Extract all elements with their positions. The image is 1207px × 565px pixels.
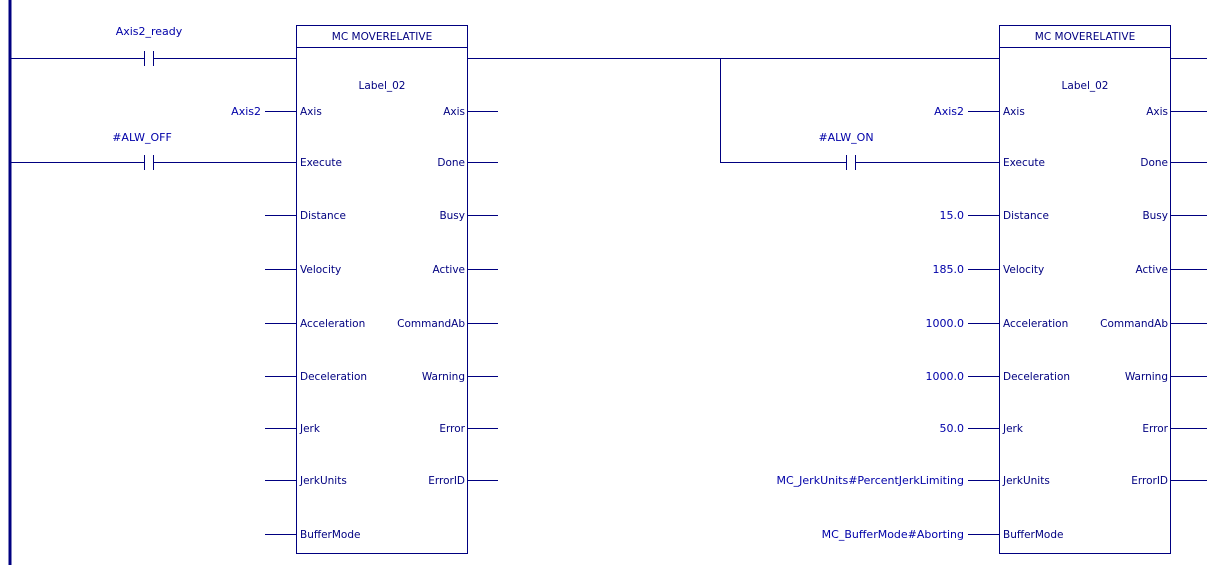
- block-2-in-acceleration: Acceleration: [1003, 318, 1068, 330]
- block-2-out-warning: Warning: [1125, 371, 1168, 383]
- jerk-value[interactable]: 50.0: [940, 422, 965, 435]
- block-2-out-active: Active: [1136, 264, 1168, 276]
- buffer-mode-value[interactable]: MC_BufferMode#Aborting: [822, 528, 964, 541]
- velocity-value[interactable]: 185.0: [933, 263, 965, 276]
- block-1-in-velocity: Velocity: [300, 264, 341, 276]
- block-1-in-distance: Distance: [300, 210, 346, 222]
- block-1-in-acceleration: Acceleration: [300, 318, 365, 330]
- move-relative-block-1[interactable]: MC MOVERELATIVE Label_02 Axis Execute Di…: [296, 25, 468, 554]
- block-2-label: Label_02: [1062, 80, 1109, 92]
- block-1-label: Label_02: [359, 80, 406, 92]
- block-2-out-commandab: CommandAb: [1100, 318, 1168, 330]
- contact-alw-off-label: #ALW_OFF: [112, 131, 172, 144]
- block-2-in-buffermode: BufferMode: [1003, 529, 1063, 541]
- block-1-out-done: Done: [437, 157, 465, 169]
- block-1-in-jerk: Jerk: [299, 423, 321, 435]
- block-1-out-error: Error: [439, 423, 465, 435]
- contact-axis2-ready[interactable]: Axis2_ready: [10, 25, 296, 66]
- block-1-in-axis: Axis: [300, 106, 322, 118]
- contact-alw-on[interactable]: #ALW_ON: [818, 131, 1000, 170]
- block-1-axis-variable[interactable]: Axis2: [231, 105, 261, 118]
- block-1-input-pins: [265, 111, 296, 535]
- block-2-in-execute: Execute: [1003, 157, 1045, 169]
- block-1-out-commandab: CommandAb: [397, 318, 465, 330]
- block-2-in-axis: Axis: [1003, 106, 1025, 118]
- block-2-input-values: Axis2 15.0 185.0 1000.0 1000.0 50.0 MC_J…: [777, 105, 965, 541]
- block-2-axis-variable[interactable]: Axis2: [934, 105, 964, 118]
- deceleration-value[interactable]: 1000.0: [926, 370, 965, 383]
- block-2-out-busy: Busy: [1142, 210, 1168, 222]
- rung-connection-wire: [468, 58, 1000, 163]
- block-1-out-axis: Axis: [443, 106, 465, 118]
- block-1-out-errorid: ErrorID: [428, 475, 465, 487]
- block-1-type: MC MOVERELATIVE: [332, 31, 432, 43]
- move-relative-block-2[interactable]: MC MOVERELATIVE Label_02 Axis Execute Di…: [999, 25, 1171, 554]
- block-1-in-execute: Execute: [300, 157, 342, 169]
- distance-value[interactable]: 15.0: [940, 209, 965, 222]
- block-2-out-axis: Axis: [1146, 106, 1168, 118]
- block-1-in-buffermode: BufferMode: [300, 529, 360, 541]
- block-1-out-busy: Busy: [439, 210, 465, 222]
- block-2-in-deceleration: Deceleration: [1003, 371, 1070, 383]
- block-1-output-pins: [468, 111, 498, 481]
- block-1-frame: [296, 25, 468, 554]
- block-2-in-velocity: Velocity: [1003, 264, 1044, 276]
- block-2-out-done: Done: [1140, 157, 1168, 169]
- jerk-units-value[interactable]: MC_JerkUnits#PercentJerkLimiting: [777, 474, 965, 487]
- block-1-out-active: Active: [433, 264, 465, 276]
- block-2-type: MC MOVERELATIVE: [1035, 31, 1135, 43]
- block-1-in-jerkunits: JerkUnits: [299, 475, 347, 487]
- block-2-in-distance: Distance: [1003, 210, 1049, 222]
- block-2-frame: [999, 25, 1171, 554]
- block-1-in-deceleration: Deceleration: [300, 371, 367, 383]
- block-2-input-pins: [968, 111, 999, 535]
- contact-alw-on-label: #ALW_ON: [818, 131, 873, 144]
- block-1-out-warning: Warning: [422, 371, 465, 383]
- contact-axis2-ready-label: Axis2_ready: [116, 25, 183, 38]
- block-2-out-errorid: ErrorID: [1131, 475, 1168, 487]
- block-2-in-jerkunits: JerkUnits: [1002, 475, 1050, 487]
- acceleration-value[interactable]: 1000.0: [926, 317, 965, 330]
- block-2-out-error: Error: [1142, 423, 1168, 435]
- contact-alw-off[interactable]: #ALW_OFF: [10, 131, 296, 170]
- block-2-output-pins: [1171, 58, 1207, 481]
- block-2-in-jerk: Jerk: [1002, 423, 1024, 435]
